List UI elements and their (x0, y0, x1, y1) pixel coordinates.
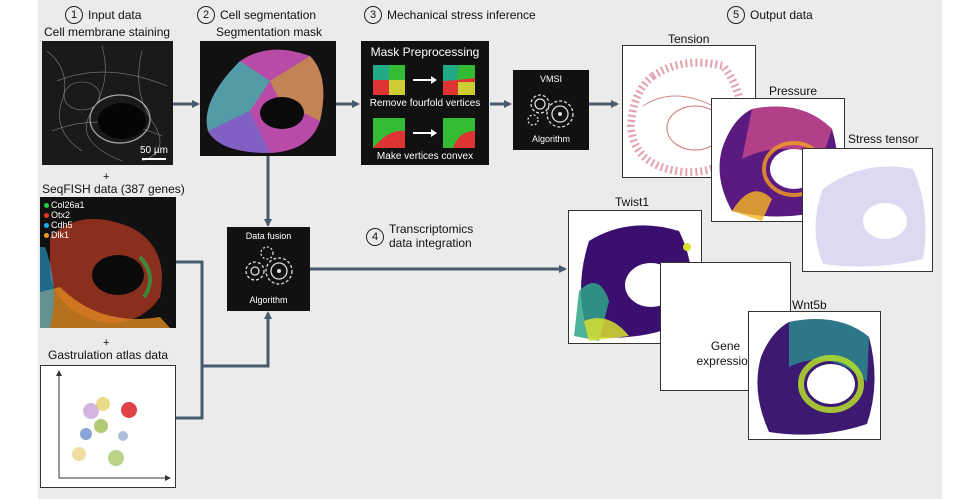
segmentation-mask-image (200, 41, 336, 156)
tension-label: Tension (668, 32, 710, 46)
stress-texture (815, 166, 926, 267)
transcriptomics-line2: data integration (389, 236, 472, 250)
membrane-texture (42, 41, 173, 165)
fusion-gears-icon (245, 246, 293, 285)
transcriptomics-line1: Transcriptomics (389, 222, 474, 236)
legend-cdh5: Cdh5 (44, 220, 73, 230)
membrane-image: 50 µm (42, 41, 173, 165)
mask-preprocessing-box: Mask Preprocessing Remove fourfold verti… (361, 41, 489, 165)
step-3-title: Mechanical stress inference (387, 8, 536, 22)
stress-tensor-label: Stress tensor (848, 132, 919, 146)
fusion-title: Data fusion (245, 231, 292, 241)
dlk1-dot (44, 233, 49, 239)
cdh5-dot (44, 223, 49, 229)
step-2-number: 2 (197, 6, 215, 24)
segmentation-texture (200, 41, 336, 156)
step-5-number: 5 (727, 6, 745, 24)
vmsi-box: VMSI Algorithm (513, 70, 589, 150)
membrane-label: Cell membrane staining (44, 25, 171, 39)
pressure-texture (719, 106, 838, 221)
wnt5b-map (748, 311, 881, 440)
otx2-dot (44, 213, 49, 219)
seqfish-image: Col26a1 Otx2 Cdh5 Dlk1 (40, 197, 176, 328)
seqfish-texture (40, 197, 176, 328)
seqfish-label: SeqFISH data (387 genes) (42, 182, 185, 196)
step-2-title: Cell segmentation (220, 8, 317, 22)
atlas-plot (40, 365, 176, 488)
umap-scatter (56, 370, 171, 481)
vmsi-subtitle: Algorithm (531, 134, 570, 144)
atlas-label: Gastrulation atlas data (48, 348, 169, 362)
legend-otx2: Otx2 (44, 210, 70, 220)
scale-label: 50 µm (140, 145, 168, 156)
gene-expression-line2: expression (696, 354, 755, 368)
fusion-subtitle: Algorithm (249, 295, 288, 305)
preprocessing-step-1: Remove fourfold vertices (369, 98, 481, 109)
step-1-title: Input data (88, 8, 142, 22)
col26a1-dot (44, 203, 49, 209)
segmentation-label: Segmentation mask (216, 25, 323, 39)
legend-col26a1: Col26a1 (44, 200, 85, 210)
vmsi-title: VMSI (539, 74, 562, 84)
step-5-title: Output data (750, 8, 813, 22)
plus-sign-1: + (103, 171, 110, 183)
stress-tensor-map (802, 148, 933, 272)
data-fusion-box: Data fusion Algorithm (227, 227, 310, 311)
step-4-number: 4 (366, 228, 384, 246)
step-1-number: 1 (65, 6, 83, 24)
gene-expression-line1: Gene (710, 339, 741, 353)
step-3-number: 3 (364, 6, 382, 24)
wnt5b-texture (757, 319, 875, 435)
preprocessing-step-2: Make vertices convex (376, 151, 474, 162)
preprocessing-illustration (373, 65, 475, 148)
plus-sign-2: + (103, 337, 110, 349)
legend-dlk1: Dlk1 (44, 230, 69, 240)
twist1-label: Twist1 (615, 195, 650, 209)
gears-icon (527, 94, 574, 128)
scale-bar (142, 158, 166, 160)
preprocessing-title: Mask Preprocessing (370, 45, 480, 59)
wnt5b-label: Wnt5b (792, 298, 827, 312)
arrow-atlas-to-fusion (176, 366, 204, 420)
pressure-label: Pressure (769, 84, 818, 98)
